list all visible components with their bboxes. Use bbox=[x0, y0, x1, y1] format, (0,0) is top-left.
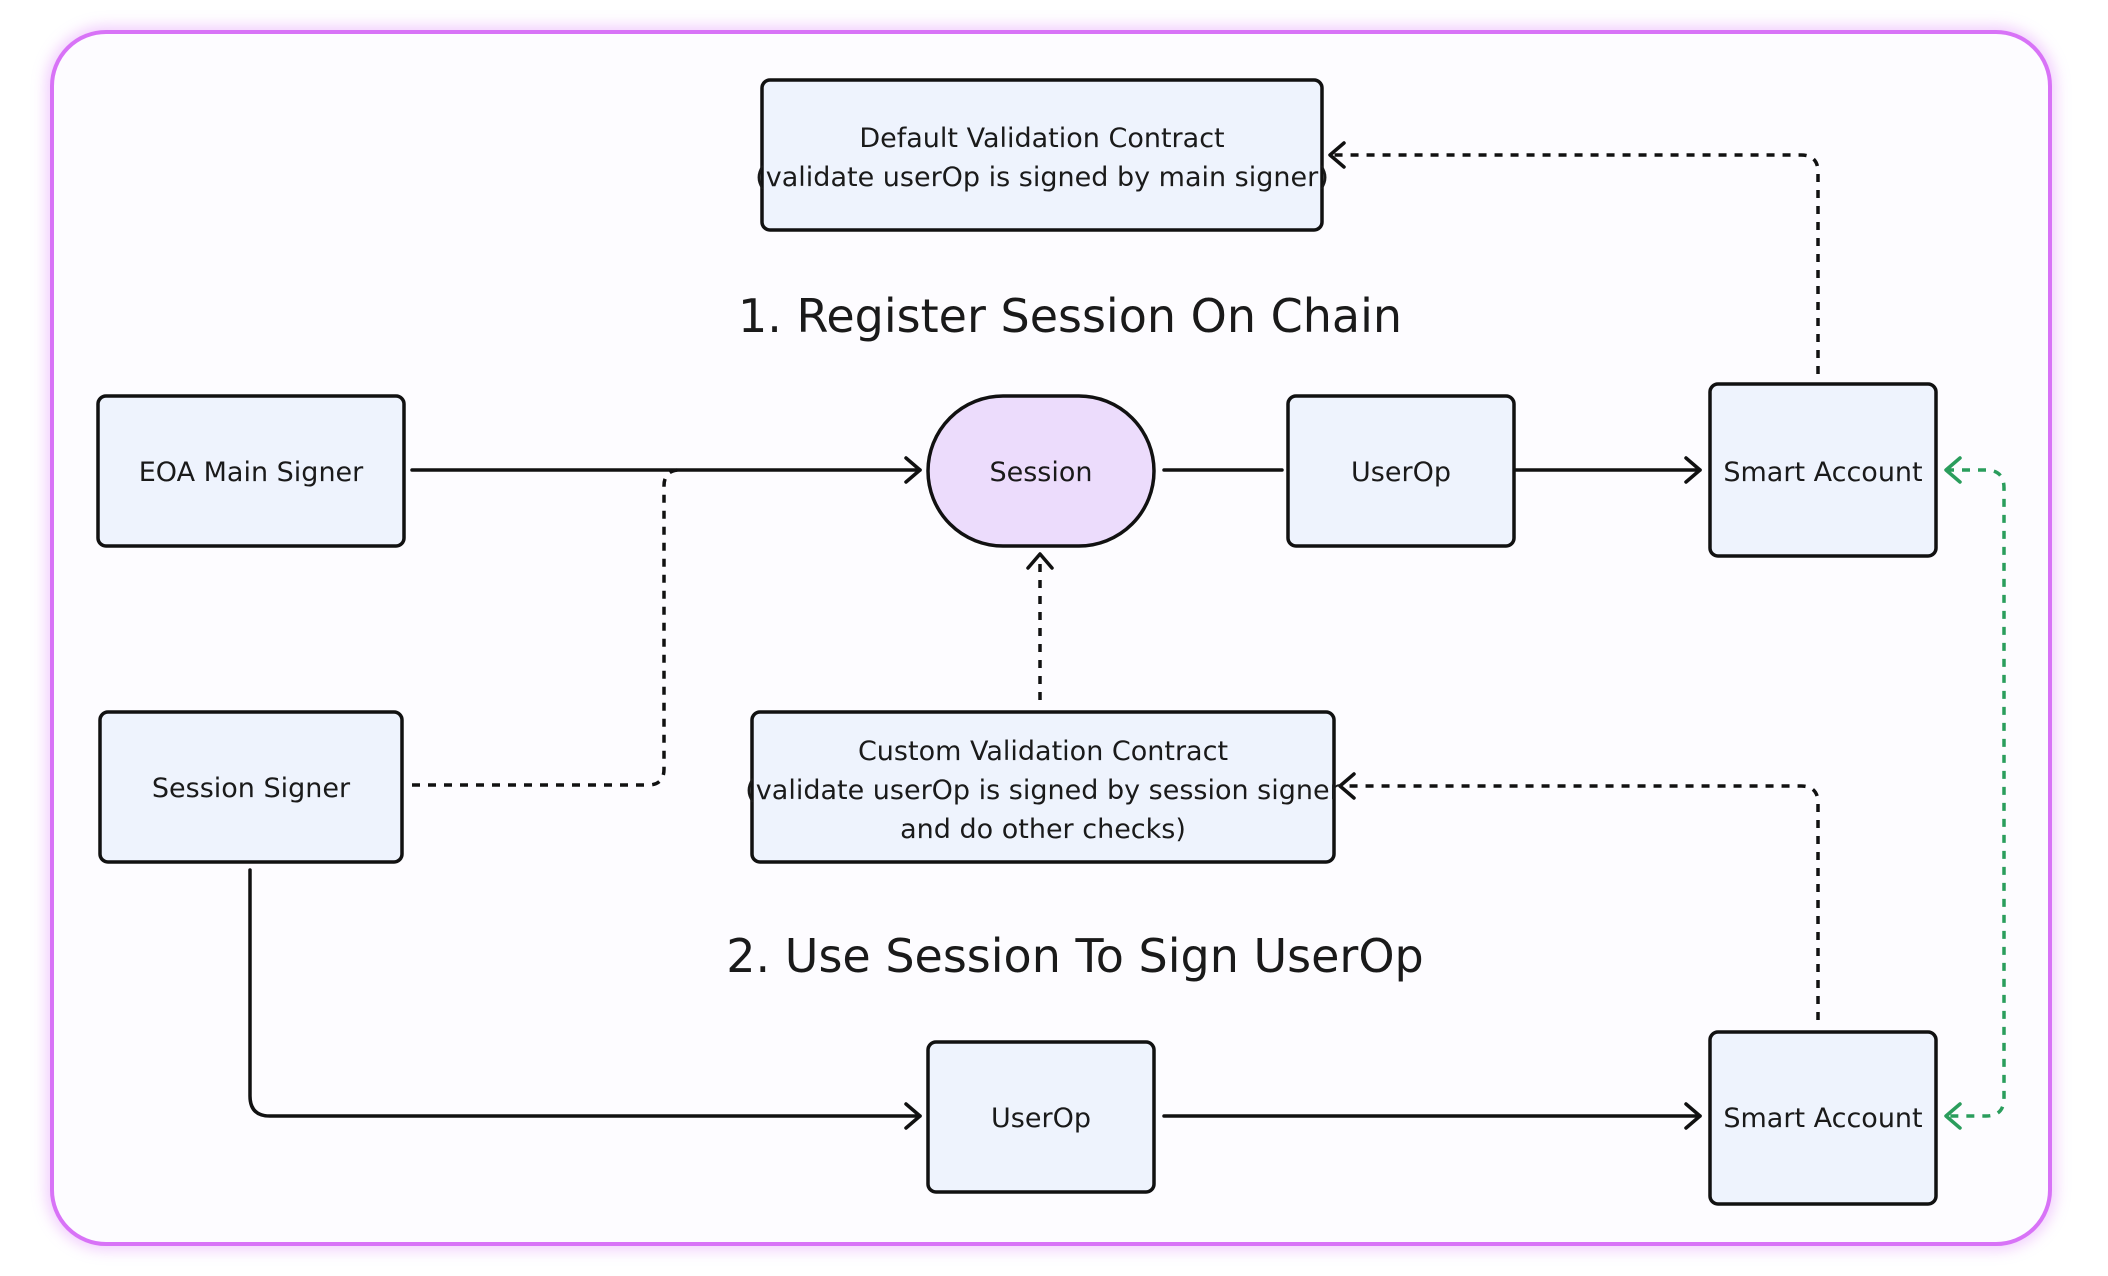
edge-smart-account-link bbox=[1946, 468, 2006, 1118]
arrowhead-green-top bbox=[1944, 456, 1962, 484]
heading-register-session: 1. Register Session On Chain bbox=[738, 289, 1402, 343]
edge-session-signer-to-session bbox=[412, 468, 681, 787]
edge-session-signer-to-userop bbox=[248, 868, 922, 1118]
arrowhead-smart-account-top bbox=[1684, 456, 1702, 484]
custom-validation-detail-1: (validate userOp is signed by session si… bbox=[745, 775, 1341, 806]
arrowhead-session-bottom bbox=[1026, 552, 1054, 570]
userop-top-label: UserOp bbox=[1351, 457, 1451, 488]
node-smart-account-top: Smart Account bbox=[1708, 382, 1938, 558]
arrowhead-custom-validation bbox=[1338, 772, 1356, 800]
arrowhead-default-validation bbox=[1328, 141, 1346, 169]
heading-use-session: 2. Use Session To Sign UserOp bbox=[726, 929, 1423, 983]
session-label: Session bbox=[989, 457, 1092, 488]
node-eoa-main-signer: EOA Main Signer bbox=[96, 394, 406, 548]
node-session-signer: Session Signer bbox=[98, 710, 404, 864]
arrowhead-smart-account-bottom bbox=[1684, 1102, 1702, 1130]
node-userop-bottom: UserOp bbox=[926, 1040, 1156, 1194]
node-session: Session bbox=[926, 394, 1156, 548]
userop-bottom-label: UserOp bbox=[991, 1103, 1091, 1134]
default-validation-detail: (validate userOp is signed by main signe… bbox=[755, 162, 1329, 193]
session-signer-label: Session Signer bbox=[152, 773, 351, 804]
arrowhead-session-left bbox=[904, 456, 922, 484]
default-validation-title: Default Validation Contract bbox=[859, 123, 1224, 154]
arrowhead-green-bottom bbox=[1944, 1102, 1962, 1130]
edge-smart-account-to-custom-validation bbox=[1340, 784, 1820, 1020]
arrowhead-userop-bottom bbox=[904, 1102, 922, 1130]
node-smart-account-bottom: Smart Account bbox=[1708, 1030, 1938, 1206]
custom-validation-detail-2: and do other checks) bbox=[900, 814, 1186, 845]
custom-validation-title: Custom Validation Contract bbox=[858, 736, 1228, 767]
node-userop-top: UserOp bbox=[1286, 394, 1516, 548]
edge-smart-account-to-default-validation bbox=[1330, 153, 1820, 374]
smart-account-bottom-label: Smart Account bbox=[1723, 1103, 1922, 1134]
eoa-main-signer-label: EOA Main Signer bbox=[139, 457, 364, 488]
node-default-validation-contract: Default Validation Contract (validate us… bbox=[755, 78, 1329, 232]
node-custom-validation-contract: Custom Validation Contract (validate use… bbox=[745, 710, 1342, 864]
smart-account-top-label: Smart Account bbox=[1723, 457, 1922, 488]
